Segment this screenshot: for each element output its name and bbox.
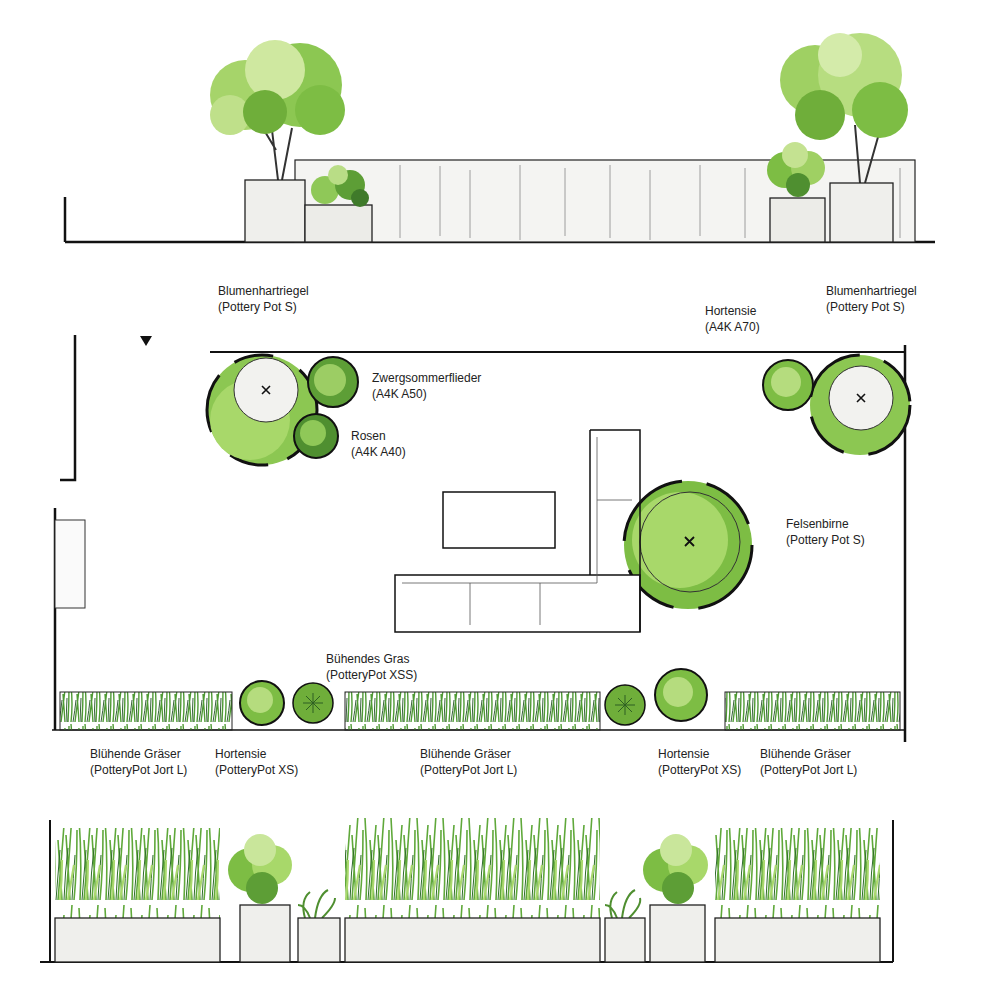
plant-label: Zwergsommerflieder (A4K A50) (372, 370, 486, 402)
bottom-elevation (40, 818, 893, 962)
plant-label: Felsenbirne (Pottery Pot S) (786, 516, 869, 548)
plant-label: Hortensie (PotteryPot XS) (658, 746, 746, 778)
top-elevation (65, 33, 935, 242)
plant-label: Bühendes Gras (PotteryPot XSS) (326, 651, 422, 683)
plant-label: Blühende Gräser (PotteryPot Jort L) (760, 746, 862, 778)
plant-label: Rosen (A4K A40) (351, 428, 411, 460)
plant-label: Hortensie (A4K A70) (705, 303, 765, 335)
plant-label: Hortensie (PotteryPot XS) (215, 746, 303, 778)
plant-label: Blumenhartriegel (Pottery Pot S) (218, 283, 313, 315)
plant-label: Blühende Gräser (PotteryPot Jort L) (90, 746, 192, 778)
plant-label: Blühende Gräser (PotteryPot Jort L) (420, 746, 522, 778)
plant-label: Blumenhartriegel (Pottery Pot S) (826, 283, 921, 315)
plan-view (52, 335, 910, 742)
